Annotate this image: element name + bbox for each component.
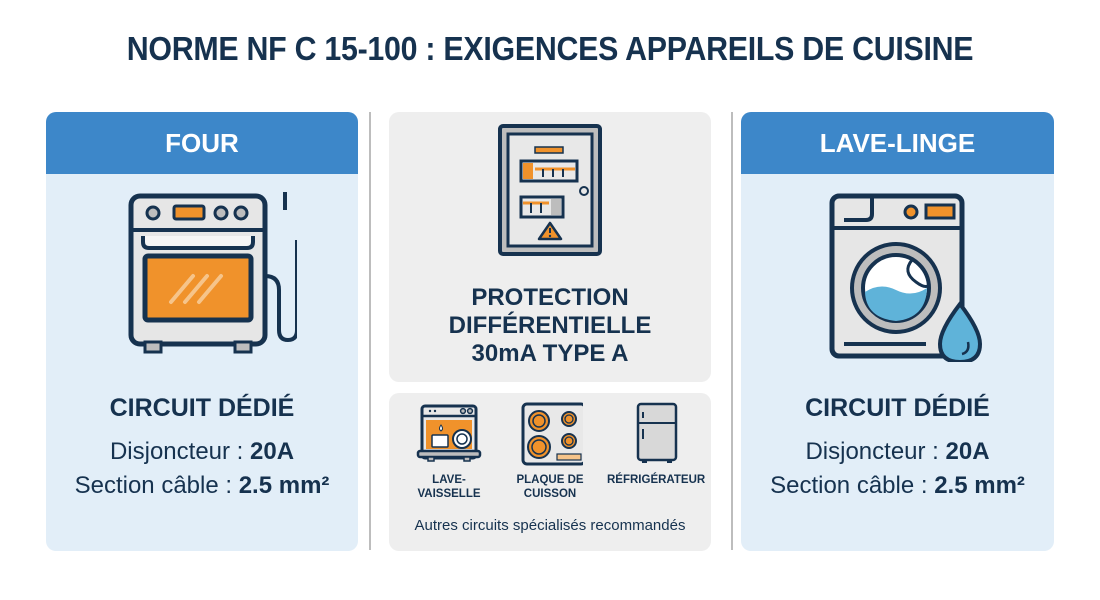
appliance-label: LAVE-VAISSELLE <box>417 474 481 500</box>
protection-panel: PROTECTION DIFFÉRENTIELLE 30mA TYPE A <box>389 112 711 382</box>
oven-cable-spec: Section câble : 2.5 mm² <box>46 472 358 500</box>
washing-machine-card: LAVE-LINGE CIRCUIT DÉDIÉ Disjoncteur : 2… <box>741 112 1054 551</box>
cooktop-icon <box>521 402 583 466</box>
washing-machine-water-drop-icon <box>741 190 1054 370</box>
protection-line: 30mA TYPE A <box>471 340 629 367</box>
oven-card: FOUR CIRCUIT D <box>46 112 358 551</box>
washing-machine-cable-spec: Section câble : 2.5 mm² <box>741 472 1054 500</box>
appliance-label: RÉFRIGÉRATEUR <box>607 474 706 486</box>
spec-value: 20A <box>250 438 295 465</box>
oven-with-plug-icon <box>46 190 358 370</box>
oven-circuit-title: CIRCUIT DÉDIÉ <box>109 394 295 422</box>
other-circuits-note: Autres circuits spécialisés recommandés <box>414 517 686 534</box>
spec-label: Disjoncteur : <box>109 438 251 465</box>
washing-machine-circuit-title: CIRCUIT DÉDIÉ <box>805 394 990 422</box>
dishwasher-icon <box>416 404 482 462</box>
spec-label: Section câble : <box>770 472 935 499</box>
spec-label: Section câble : <box>74 472 239 499</box>
electrical-panel-warning-icon <box>389 123 711 257</box>
other-circuits-panel: LAVE-VAISSELLE PLAQUE DE CUISSON RÉFRIGÉ… <box>389 393 711 551</box>
spec-value: 20A <box>945 438 990 465</box>
appliance-label: PLAQUE DE CUISSON <box>516 474 584 500</box>
appliance-dishwasher: LAVE-VAISSELLE <box>401 401 497 501</box>
washing-machine-breaker-spec: Disjoncteur : 20A <box>741 438 1054 466</box>
divider-right <box>731 112 733 550</box>
divider-left <box>369 112 371 550</box>
oven-breaker-spec: Disjoncteur : 20A <box>46 438 358 466</box>
spec-label: Disjoncteur : <box>805 438 946 465</box>
spec-value: 2.5 mm² <box>934 472 1025 499</box>
oven-card-header: FOUR <box>46 112 358 174</box>
spec-value: 2.5 mm² <box>238 472 330 499</box>
protection-line: DIFFÉRENTIELLE <box>448 312 652 339</box>
washing-machine-card-header: LAVE-LINGE <box>741 112 1054 174</box>
refrigerator-icon <box>636 402 678 463</box>
appliance-cooktop: PLAQUE DE CUISSON <box>502 401 598 501</box>
protection-line: PROTECTION <box>471 284 629 311</box>
page-title: NORME NF C 15-100 : EXIGENCES APPAREILS … <box>126 30 974 67</box>
protection-label: PROTECTION DIFFÉRENTIELLE 30mA TYPE A <box>389 284 711 368</box>
appliance-refrigerator: RÉFRIGÉRATEUR <box>607 401 706 487</box>
